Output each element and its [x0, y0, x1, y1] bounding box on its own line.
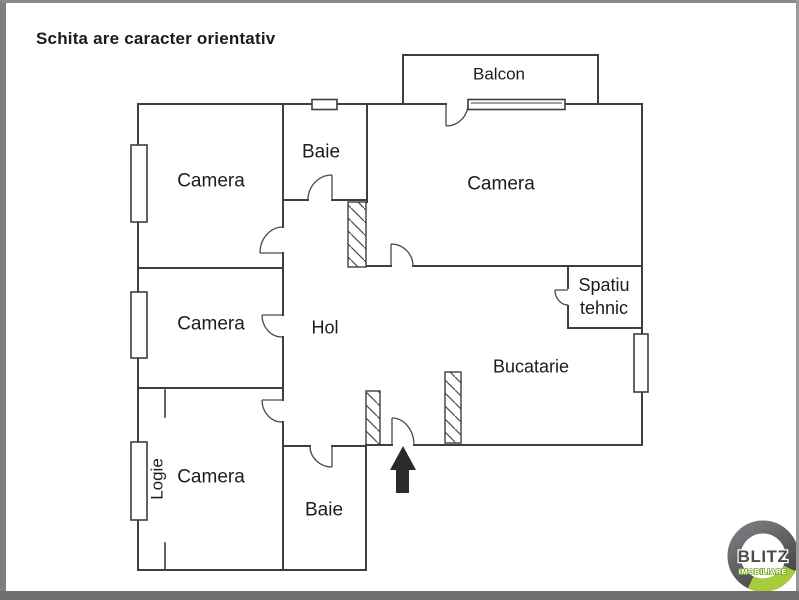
- windows: [130, 98, 649, 521]
- logo-green-arc: [747, 565, 796, 592]
- room-label-camera-bottom: Camera: [177, 466, 245, 488]
- frame-border-bottom: [0, 591, 799, 600]
- room-label-baie-bottom: Baie: [304, 499, 344, 521]
- doors: [259, 103, 569, 468]
- hatched-walls: [347, 201, 462, 446]
- orientation-note: Schita are caracter orientativ: [36, 29, 276, 48]
- room-label-baie-top: Baie: [301, 141, 341, 163]
- room-label-balcon: Balcon: [473, 64, 525, 84]
- room-label-camera-top-right: Camera: [467, 173, 535, 195]
- room-label-spatiu-tehnic: Spatiu tehnic: [578, 275, 630, 318]
- room-label-camera-middle: Camera: [177, 313, 245, 335]
- logo-brand-text: BLITZ: [738, 547, 789, 566]
- frame-border-top: [0, 0, 799, 3]
- room-label-camera-top-left: Camera: [177, 170, 245, 192]
- entrance-arrow-icon: [390, 446, 416, 493]
- frame-border-left: [0, 0, 6, 600]
- room-label-hol: Hol: [311, 317, 339, 338]
- blitz-imobiliare-logo: BLITZ IMOBILIARE: [727, 520, 799, 592]
- room-label-bucatarie: Bucatarie: [492, 356, 570, 377]
- room-label-logie: Logie: [147, 458, 167, 500]
- frame-border-right: [796, 0, 799, 600]
- logo-subtitle-text: IMOBILIARE: [739, 567, 787, 576]
